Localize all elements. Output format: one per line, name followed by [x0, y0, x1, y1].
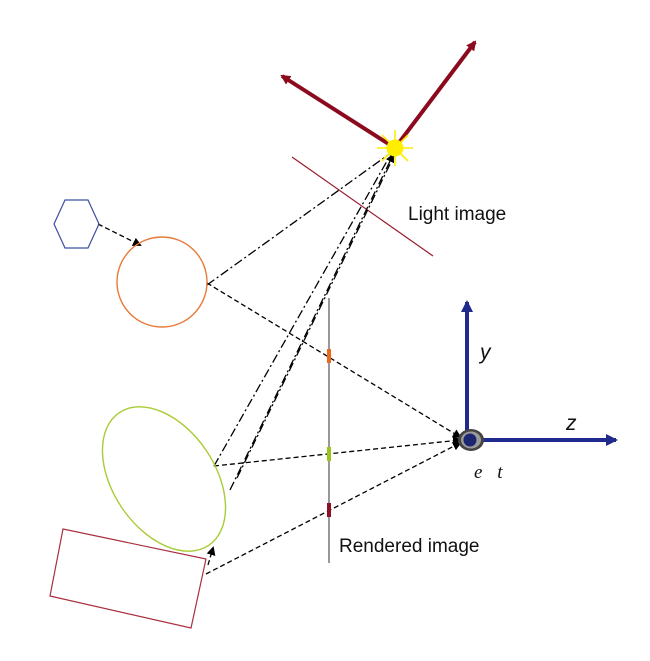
rendered-image-label: Rendered image	[339, 536, 479, 557]
sun-icon	[377, 130, 413, 166]
eye-ray-sphere	[206, 282, 462, 439]
light-ray-ellipse-2	[229, 153, 394, 491]
light-image-plane	[291, 156, 434, 257]
eye-rays	[97, 223, 462, 575]
box-object	[49, 528, 207, 629]
projection-box	[327, 503, 331, 517]
projection-ellipse	[327, 447, 331, 461]
axis-z-label: z	[565, 412, 577, 435]
ellipse-object	[101, 406, 227, 552]
light-ray-ellipse-3	[236, 155, 395, 479]
axis-y-label: y	[478, 341, 492, 364]
light-axis-right	[393, 40, 477, 150]
hexagon-object	[53, 199, 100, 249]
eye-icon	[458, 429, 484, 451]
light-ray-sphere	[206, 151, 393, 286]
box-to-ellipse-arrow	[206, 546, 216, 566]
hexagon-to-sphere-arrow	[97, 223, 142, 246]
sphere-object	[116, 236, 208, 328]
light-rays	[206, 151, 395, 491]
eye-label: e⃗t	[474, 462, 503, 483]
light-image-label: Light image	[408, 204, 506, 225]
light-axis-left	[280, 74, 397, 150]
light-ray-ellipse-1	[213, 153, 392, 467]
projection-sphere	[327, 349, 331, 363]
eye-ray-ellipse	[213, 436, 462, 467]
